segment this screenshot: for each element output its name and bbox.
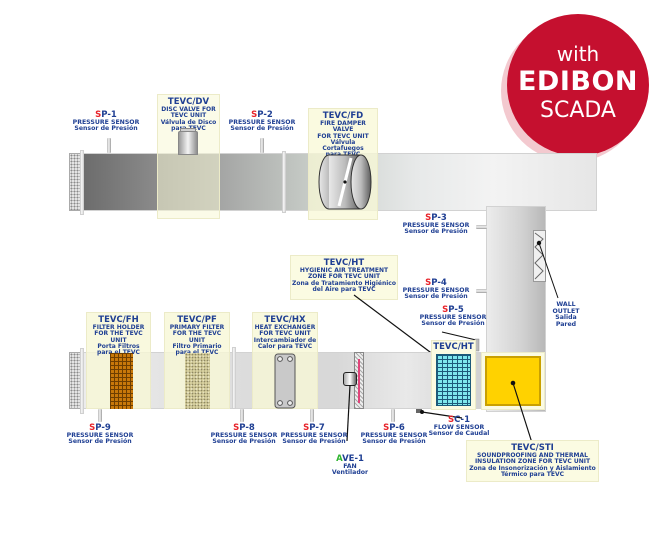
sensor-sp3-probe <box>476 225 487 229</box>
flow-sensor-probe <box>416 409 463 419</box>
sensor-sp2-label[interactable]: SP-2 PRESSURE SENSOR Sensor de Presión <box>228 110 296 133</box>
badge-scada: SCADA <box>540 98 616 123</box>
edibon-scada-badge: with EDIBON SCADA <box>507 14 649 156</box>
sensor-sp1-label[interactable]: SP-1 PRESSURE SENSOR Sensor de Presión <box>72 110 140 133</box>
sensor-sp7-label[interactable]: SP-7 PRESSURE SENSOR Sensor de Presión <box>280 423 348 446</box>
sensor-sp7-probe <box>310 409 314 422</box>
lower-flange-2 <box>232 347 236 409</box>
sensor-sp6-probe <box>391 409 395 422</box>
filter-holder-mesh <box>110 353 133 409</box>
ht-cyan-grid <box>436 354 471 406</box>
upper-flange-2 <box>282 151 286 213</box>
primary-filter-media <box>185 353 210 409</box>
sensor-sp9-label[interactable]: SP-9 PRESSURE SENSOR Sensor de Presión <box>66 423 134 446</box>
ht-unit-tag: TEVC/HT <box>433 342 474 352</box>
fire-damper-icon <box>318 154 372 210</box>
module-dv[interactable]: TEVC/DV DISC VALVE FOR TEVC UNIT Válvula… <box>157 94 220 219</box>
wall-outlet-label: WALL OUTLET Salida Pared <box>552 301 580 328</box>
sensor-sp8-label[interactable]: SP-8 PRESSURE SENSOR Sensor de Presión <box>210 423 278 446</box>
lower-inlet-flange <box>80 348 84 414</box>
sensor-sp1-probe <box>107 138 111 153</box>
sensor-sp3-label[interactable]: SP-3 PRESSURE SENSOR Sensor de Presión <box>402 213 470 236</box>
disc-valve-cap <box>180 128 196 132</box>
upper-inlet-grille <box>69 153 81 211</box>
wall-outlet-leader-line <box>536 240 559 299</box>
sensor-sc1-label[interactable]: SC-1 FLOW SENSOR Sensor de Caudal <box>428 415 490 438</box>
sensor-sp9-probe <box>98 409 102 422</box>
fan-motor-icon[interactable] <box>343 372 357 386</box>
sensor-sp4-label[interactable]: SP-4 PRESSURE SENSOR Sensor de Presión <box>402 278 470 301</box>
sensor-sp4-probe <box>476 289 487 293</box>
module-sti[interactable]: TEVC/STI SOUNDPROOFING AND THERMAL INSUL… <box>466 440 599 482</box>
module-ht-description[interactable]: TEVC/HT HYGIENIC AIR TREATMENT ZONE FOR … <box>290 255 398 300</box>
heat-exchanger-plate-icon <box>274 353 296 409</box>
sensor-sp5-label[interactable]: SP-5 PRESSURE SENSOR Sensor de Presión <box>419 305 487 328</box>
sti-yellow-panel <box>485 356 541 406</box>
badge-edibon: EDIBON <box>517 66 639 97</box>
sensor-sp2-probe <box>260 138 264 153</box>
upper-inlet-flange <box>80 150 84 215</box>
sti-leader <box>510 380 534 447</box>
fan-leader <box>346 385 351 442</box>
sensor-sp8-probe <box>240 409 244 422</box>
sensor-sp6-label[interactable]: SP-6 PRESSURE SENSOR Sensor de Presión <box>360 423 428 446</box>
disc-valve-body <box>178 131 198 155</box>
badge-with: with <box>556 42 600 66</box>
fan-ave1-label[interactable]: AVE-1 FAN Ventilador <box>331 454 369 477</box>
